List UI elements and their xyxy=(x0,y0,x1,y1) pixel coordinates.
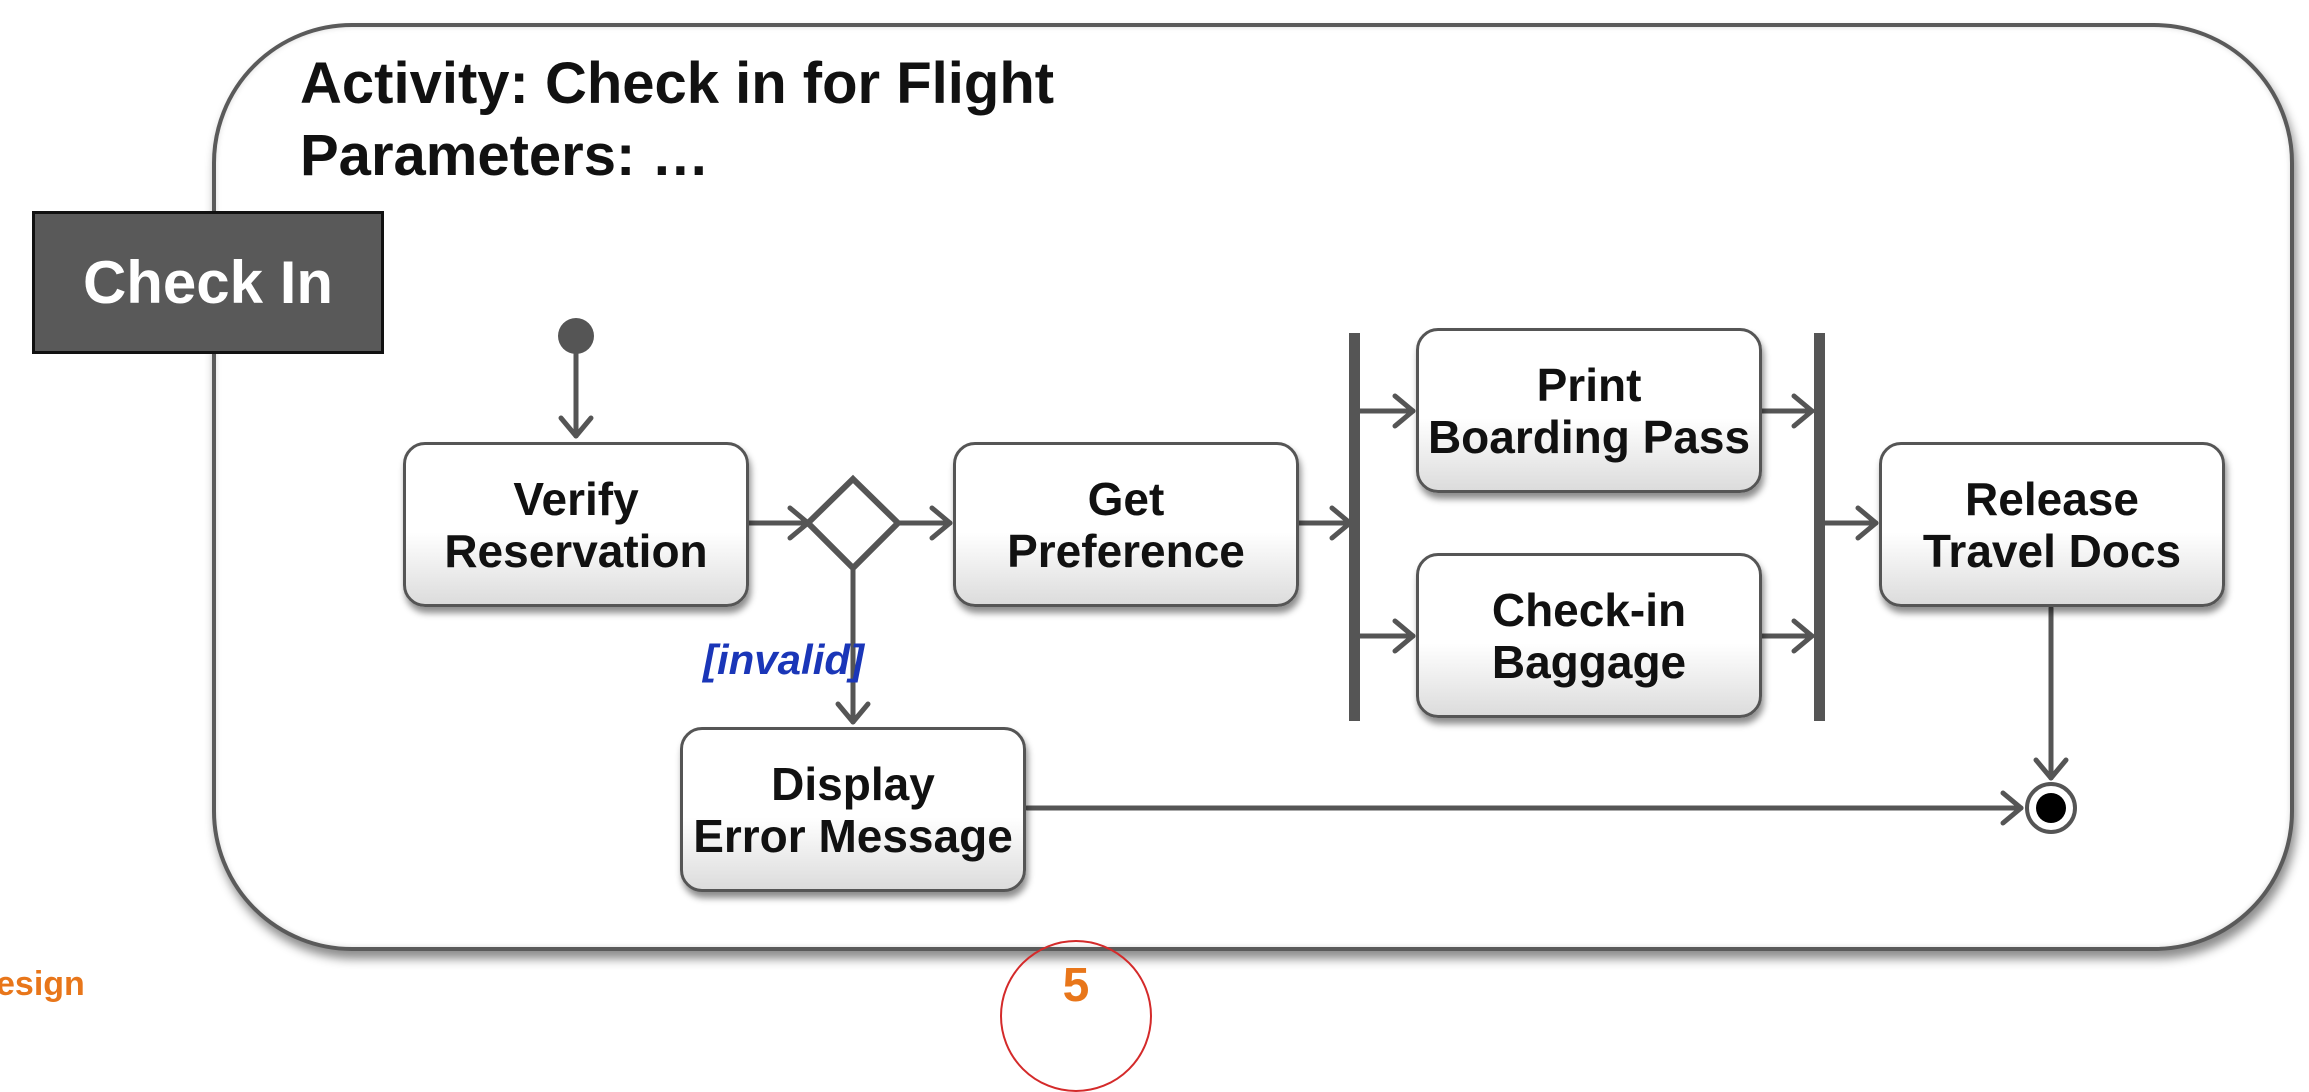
action-display-error-message: Display Error Message xyxy=(680,727,1026,892)
arrowhead-join-release xyxy=(1855,505,1879,541)
decision-node xyxy=(803,474,903,573)
action-baggage-line2: Baggage xyxy=(1491,635,1687,688)
action-error-line1: Display xyxy=(771,757,935,810)
footer-left-text: esign xyxy=(0,965,85,1003)
flow-edges xyxy=(558,318,2077,834)
initial-node xyxy=(558,318,594,354)
arrowhead-decision-error xyxy=(835,701,871,725)
fork-bar xyxy=(1349,333,1360,721)
action-get-preference: Get Preference xyxy=(953,442,1299,607)
guard-invalid-label: [invalid] xyxy=(703,636,865,683)
arrowhead-error-final xyxy=(2000,790,2024,826)
action-verify-line1: Verify xyxy=(513,472,639,525)
action-error-line2: Error Message xyxy=(693,809,1013,862)
arrowhead-start-verify xyxy=(558,415,594,439)
action-verify-reservation: Verify Reservation xyxy=(403,442,749,607)
action-verify-line2: Reservation xyxy=(444,524,708,577)
action-print-line1: Print xyxy=(1536,358,1642,411)
activity-parameters: Parameters: … xyxy=(300,123,710,188)
action-get-preference-line1: Get xyxy=(1087,472,1165,525)
arrowhead-decision-preference xyxy=(929,505,953,541)
action-release-line2: Travel Docs xyxy=(1922,524,2182,577)
final-node-dot xyxy=(2036,793,2066,823)
arrowhead-print-join xyxy=(1791,393,1815,429)
arrowhead-fork-baggage xyxy=(1392,618,1416,654)
action-release-travel-docs: Release Travel Docs xyxy=(1879,442,2225,607)
action-print-line2: Boarding Pass xyxy=(1427,410,1751,463)
check-in-tab: Check In xyxy=(32,211,384,354)
arrowhead-baggage-join xyxy=(1791,618,1815,654)
action-get-preference-line2: Preference xyxy=(1007,524,1245,577)
arrowhead-release-final xyxy=(2033,757,2069,781)
action-release-line1: Release xyxy=(1965,472,2139,525)
activity-title: Activity: Check in for Flight xyxy=(300,51,1055,116)
join-bar xyxy=(1814,333,1825,721)
arrowhead-fork-print xyxy=(1392,393,1416,429)
action-baggage-line1: Check-in xyxy=(1491,583,1687,636)
action-print-boarding-pass: Print Boarding Pass xyxy=(1416,328,1762,493)
page-number: 5 xyxy=(1062,959,1090,1012)
action-check-in-baggage: Check-in Baggage xyxy=(1416,553,1762,718)
